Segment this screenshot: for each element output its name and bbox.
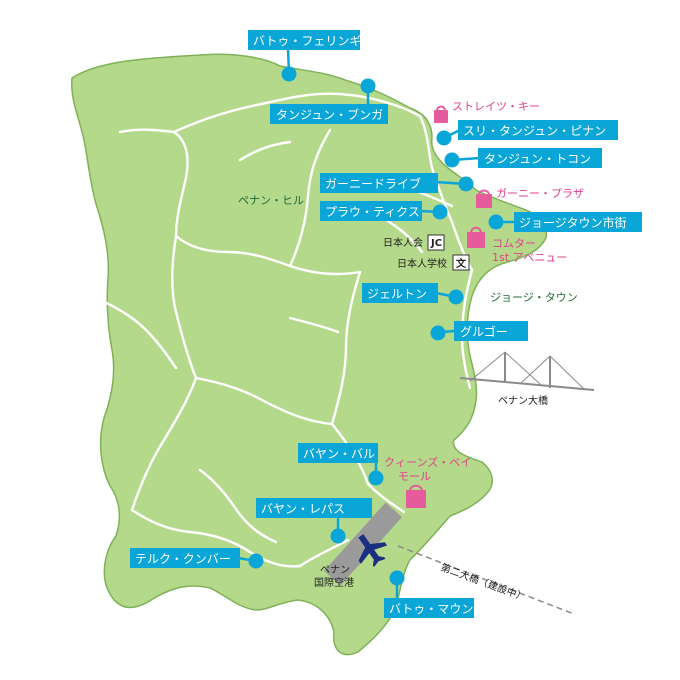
location-marker-icon [458,176,474,192]
place-gelugor[interactable]: グルゴー [430,321,529,341]
location-marker-icon [448,289,464,305]
svg-text:ガーニードライブ: ガーニードライブ [325,176,421,191]
airport-label-line1: ペナン [320,564,350,576]
svg-text:コムター: コムター [492,237,536,250]
svg-text:プラウ・ティクス: プラウ・ティクス [325,205,420,219]
svg-text:JC: JC [430,238,442,249]
place-gurney-drive[interactable]: ガーニードライブ [320,173,474,193]
location-marker-icon [248,553,264,569]
location-marker-icon [389,570,405,586]
place-pulau-tikus[interactable]: プラウ・ティクス [320,201,448,221]
shopping-bag-icon [434,105,448,123]
svg-text:バヤン・バル: バヤン・バル [303,447,375,461]
svg-text:バヤン・レパス: バヤン・レパス [261,502,345,516]
place-sri-tanjung-pinang[interactable]: スリ・タンジュン・ピナン [436,120,619,146]
second-bridge-label: 第二大橋（建設中） [439,561,528,604]
place-batu-ferringhi[interactable]: バトゥ・フェリンギ [248,30,361,82]
japanese-association-label: 日本人会 [383,236,423,249]
svg-text:ジェルトン: ジェルトン [367,287,427,301]
location-marker-icon [368,470,384,486]
place-bayan-lepas[interactable]: バヤン・レパス [256,498,372,544]
svg-text:モール: モール [398,470,431,483]
location-marker-icon [436,130,452,146]
place-tanjung-bungah[interactable]: タンジュン・ブンガ [270,78,388,125]
mall-komtar[interactable]: コムター 1st アベニュー [467,226,567,264]
svg-text:クィーンズ・ベイ: クィーンズ・ベイ [384,455,471,469]
road-network [98,92,474,568]
svg-text:テルク・クンバー: テルク・クンバー [135,552,231,566]
svg-text:ガーニー・プラザ: ガーニー・プラザ [496,187,584,200]
georgetown-label: ジョージ・タウン [490,291,578,304]
mall-straits-quay[interactable]: ストレイツ・キー [434,100,540,123]
place-teluk-kumbar[interactable]: テルク・クンバー [130,548,264,569]
svg-text:1st アベニュー: 1st アベニュー [492,251,567,264]
japanese-association-icon: JC [427,234,445,251]
place-bayan-baru[interactable]: バヤン・バル [298,443,384,486]
japanese-school-icon: 文 [452,254,470,271]
airplane-icon [358,534,388,567]
mall-queensbay[interactable]: クィーンズ・ベイ モール [384,455,471,508]
penang-hill-label: ペナン・ヒル [238,194,304,207]
svg-text:文: 文 [456,257,467,270]
place-jelutong[interactable]: ジェルトン [362,283,464,305]
place-tanjung-tokong[interactable]: タンジュン・トコン [444,148,603,168]
penang-bridge-label: ペナン大橋 [498,394,548,407]
second-bridge [397,545,575,615]
mall-gurney-plaza[interactable]: ガーニー・プラザ [476,187,584,208]
svg-text:スリ・タンジュン・ピナン: スリ・タンジュン・ピナン [463,124,606,138]
airport-label-line2: 国際空港 [314,576,354,589]
svg-text:バトゥ・フェリンギ: バトゥ・フェリンギ [253,34,361,48]
location-marker-icon [432,204,448,220]
penang-bridge [459,351,595,391]
svg-text:グルゴー: グルゴー [460,324,508,339]
shopping-bag-icon [476,189,492,208]
place-georgetown-city[interactable]: ジョージタウン市街 [488,212,643,232]
location-marker-icon [281,66,297,82]
penang-island [71,53,548,656]
location-marker-icon [430,325,446,341]
svg-text:バトゥ・マウン: バトゥ・マウン [389,602,473,616]
location-marker-icon [360,78,376,94]
svg-text:ストレイツ・キー: ストレイツ・キー [452,100,540,113]
shopping-bag-icon [467,226,485,248]
svg-text:ジョージタウン市街: ジョージタウン市街 [519,215,627,230]
shopping-bag-icon [406,484,426,508]
location-marker-icon [444,152,460,168]
location-marker-icon [488,214,504,230]
svg-text:タンジュン・トコン: タンジュン・トコン [484,152,591,166]
svg-text:タンジュン・ブンガ: タンジュン・ブンガ [276,107,383,122]
japanese-school-label: 日本人学校 [397,257,447,270]
location-marker-icon [330,528,346,544]
place-batu-maung[interactable]: バトゥ・マウン [384,570,474,619]
